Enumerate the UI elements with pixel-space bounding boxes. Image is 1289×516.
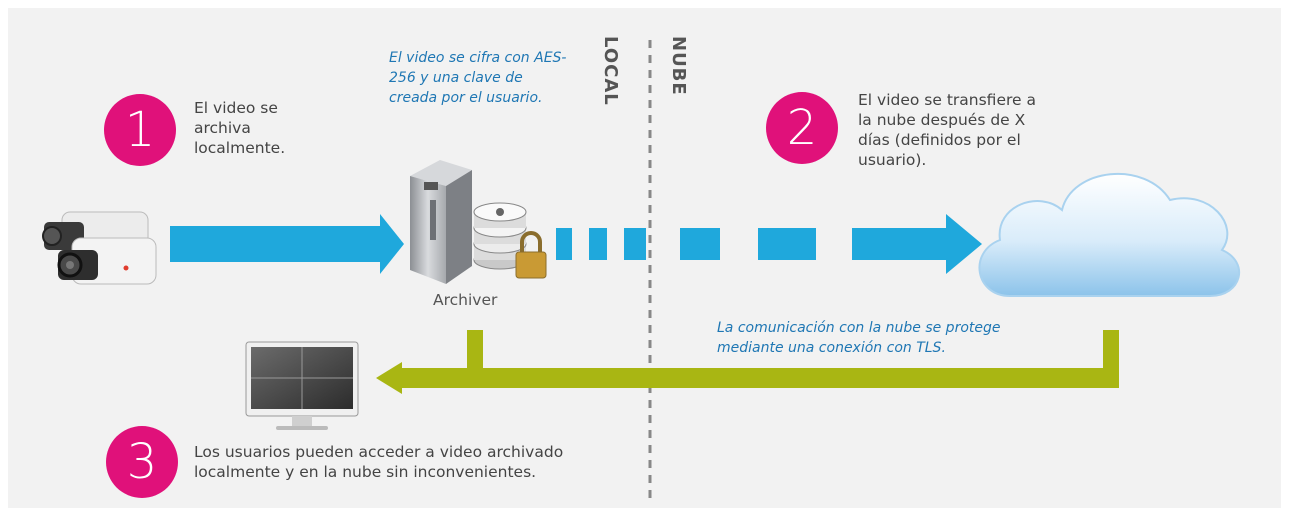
archiver-label: Archiver bbox=[433, 291, 498, 309]
camera-to-archiver-arrow bbox=[170, 214, 404, 274]
cloud-zone-label: NUBE bbox=[668, 36, 689, 96]
server-icon bbox=[410, 160, 472, 284]
encryption-note: El video se cifra con AES-256 y una clav… bbox=[389, 50, 567, 106]
local-zone-label: LOCAL bbox=[600, 36, 621, 106]
access-return-arrow bbox=[376, 330, 1119, 394]
step-1-text: El video se archiva localmente. bbox=[194, 99, 286, 157]
step-2-badge: 2 bbox=[766, 92, 838, 164]
database-lock-icon bbox=[473, 202, 547, 279]
tls-note: La comunicación con la nube se protege m… bbox=[717, 320, 1001, 356]
step-3-text: Los usuarios pueden acceder a video arch… bbox=[194, 443, 564, 481]
security-camera-icon bbox=[42, 211, 157, 285]
step-1-badge: 1 bbox=[104, 94, 176, 166]
step-2-text: El video se transfiere a la nube después… bbox=[858, 91, 1036, 169]
step-3-badge: 3 bbox=[106, 426, 178, 498]
archiver-to-cloud-arrow bbox=[556, 214, 982, 274]
cloud-icon bbox=[978, 172, 1241, 297]
monitor-icon bbox=[245, 341, 359, 430]
